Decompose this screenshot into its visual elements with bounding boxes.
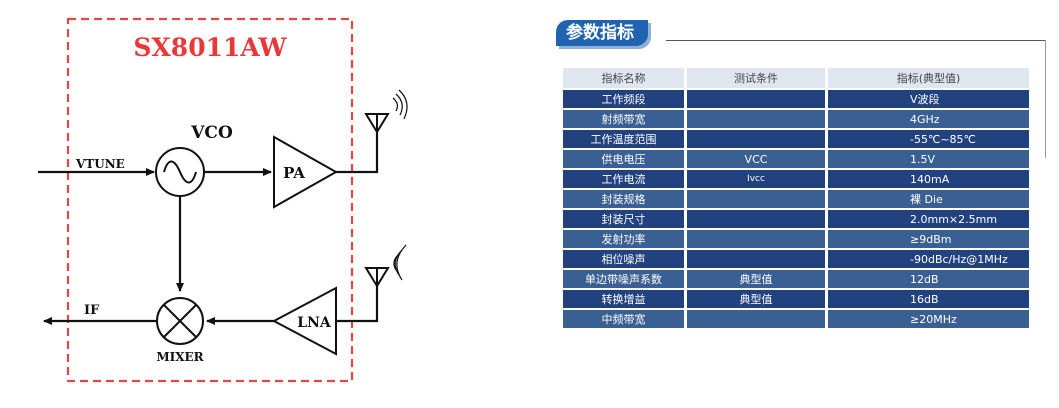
mixer-label: MIXER (156, 350, 204, 364)
row-typical-value: 4GHz (828, 110, 1029, 128)
sine-wave-icon (163, 160, 197, 184)
row-test-condition (687, 230, 825, 248)
row-typical-value: -55℃~85℃ (828, 130, 1029, 148)
row-test-condition: 典型值 (687, 270, 825, 288)
row-parameter-name: 封装尺寸 (563, 210, 684, 228)
row-parameter-name: 封装规格 (563, 190, 684, 208)
table-row: 工作频段 V波段 (563, 90, 1029, 108)
row-typical-value: 140mA (828, 170, 1029, 188)
row-parameter-name: 工作电流 (563, 170, 684, 188)
row-test-condition: Ivcc (687, 170, 825, 188)
row-parameter-name: 中频带宽 (563, 310, 684, 328)
chip-boundary (66, 17, 354, 383)
table-row: 中频带宽 ≥20MHz (563, 310, 1029, 328)
table-row: 射频带宽 4GHz (563, 110, 1029, 128)
mixer (156, 297, 204, 345)
vtune-label: VTUNE (75, 157, 125, 171)
tx-antenna-icon (364, 89, 408, 134)
row-parameter-name: 相位噪声 (563, 250, 684, 268)
row-parameter-name: 供电电压 (563, 150, 684, 168)
cross-icon (163, 304, 197, 338)
row-typical-value: 16dB (828, 290, 1029, 308)
row-test-condition: 典型值 (687, 290, 825, 308)
if-label: IF (84, 303, 100, 318)
table-row: 转换增益 典型值 16dB (563, 290, 1029, 308)
row-typical-value: ≥20MHz (828, 310, 1029, 328)
row-parameter-name: 单边带噪声系数 (563, 270, 684, 288)
rx-antenna-icon (364, 244, 407, 288)
vco-oscillator (155, 147, 205, 197)
pa-to-antenna-wire (336, 132, 379, 174)
row-parameter-name: 转换增益 (563, 290, 684, 308)
table-row: 发射功率 ≥9dBm (563, 230, 1029, 248)
table-row: 工作电流 Ivcc 140mA (563, 170, 1029, 188)
lna-label: LNA (297, 315, 332, 331)
pa-amplifier (273, 135, 339, 209)
table-row: 供电电压 VCC 1.5V (563, 150, 1029, 168)
antenna-to-lna-wire (336, 286, 379, 323)
row-test-condition (687, 90, 825, 108)
table-row: 工作温度范围 -55℃~85℃ (563, 130, 1029, 148)
row-test-condition: VCC (687, 150, 825, 168)
row-typical-value: 12dB (828, 270, 1029, 288)
row-typical-value: 1.5V (828, 150, 1029, 168)
pa-label: PA (283, 164, 305, 182)
row-parameter-name: 射频带宽 (563, 110, 684, 128)
table-row: 封装尺寸 2.0mm×2.5mm (563, 210, 1029, 228)
row-typical-value: -90dBc/Hz@1MHz (828, 250, 1029, 268)
row-test-condition (687, 250, 825, 268)
row-parameter-name: 发射功率 (563, 230, 684, 248)
chip-title: SX8011AW (133, 33, 287, 62)
row-parameter-name: 工作频段 (563, 90, 684, 108)
section-header: 参数指标 (556, 20, 648, 46)
header-parameter-name: 指标名称 (563, 68, 684, 88)
row-typical-value: 2.0mm×2.5mm (828, 210, 1029, 228)
row-parameter-name: 工作温度范围 (563, 130, 684, 148)
row-test-condition (687, 130, 825, 148)
lna-amplifier (271, 286, 337, 356)
row-test-condition (687, 190, 825, 208)
table-header-row: 指标名称 测试条件 指标(典型值) (563, 68, 1029, 88)
row-typical-value: 裸 Die (828, 190, 1029, 208)
row-test-condition (687, 310, 825, 328)
spec-table: 指标名称 测试条件 指标(典型值) 工作频段 V波段 射频带宽 4GHz 工作温… (560, 66, 1032, 330)
row-typical-value: V波段 (828, 90, 1029, 108)
table-row: 相位噪声 -90dBc/Hz@1MHz (563, 250, 1029, 268)
table-row: 封装规格 裸 Die (563, 190, 1029, 208)
header-side-divider (1045, 40, 1046, 158)
header-test-condition: 测试条件 (687, 68, 825, 88)
row-test-condition (687, 210, 825, 228)
table-row: 单边带噪声系数 典型值 12dB (563, 270, 1029, 288)
header-divider (666, 40, 1046, 41)
row-test-condition (687, 110, 825, 128)
vco-label: VCO (190, 123, 233, 143)
row-typical-value: ≥9dBm (828, 230, 1029, 248)
block-diagram: SX8011AW VCO VTUNE PA LNA MIXER I (38, 17, 408, 383)
header-typical-value: 指标(典型值) (828, 68, 1029, 88)
